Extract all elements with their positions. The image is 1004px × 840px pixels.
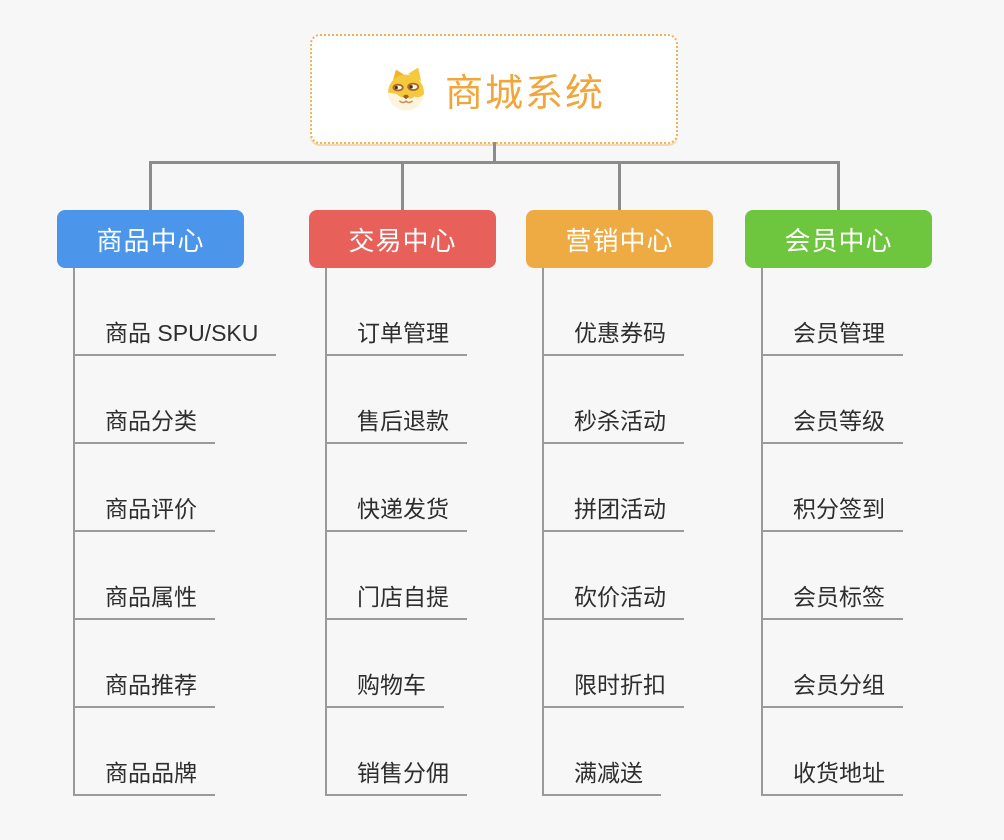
root-title: 商城系统 [444, 72, 605, 115]
connector-trunk-4 [761, 268, 763, 796]
child-node[interactable]: 积分签到 [761, 494, 903, 532]
connector-drop-1 [149, 161, 152, 210]
child-node[interactable]: 商品推荐 [73, 670, 215, 708]
doge-icon [388, 67, 424, 111]
branch-node-member-center[interactable]: 会员中心 [745, 210, 932, 268]
child-node[interactable]: 商品评价 [73, 494, 215, 532]
child-node[interactable]: 砍价活动 [542, 582, 684, 620]
branch-node-marketing-center[interactable]: 营销中心 [526, 210, 713, 268]
child-node[interactable]: 收货地址 [761, 758, 903, 796]
child-node[interactable]: 门店自提 [325, 582, 467, 620]
branch-children-marketing: 优惠券码 秒杀活动 拼团活动 砍价活动 限时折扣 满减送 [542, 268, 684, 796]
child-node[interactable]: 会员管理 [761, 318, 903, 356]
branch-children-member: 会员管理 会员等级 积分签到 会员标签 会员分组 收货地址 [761, 268, 903, 796]
branch-node-trade-center[interactable]: 交易中心 [309, 210, 496, 268]
child-node[interactable]: 商品品牌 [73, 758, 215, 796]
connector-trunk-2 [325, 268, 327, 796]
child-node[interactable]: 销售分佣 [325, 758, 467, 796]
child-node[interactable]: 拼团活动 [542, 494, 684, 532]
child-node[interactable]: 商品 SPU/SKU [73, 318, 277, 356]
connector-root-stem [493, 142, 496, 164]
child-node[interactable]: 会员等级 [761, 406, 903, 444]
child-node[interactable]: 满减送 [542, 758, 661, 796]
child-node[interactable]: 优惠券码 [542, 318, 684, 356]
child-node[interactable]: 快递发货 [325, 494, 467, 532]
child-node[interactable]: 限时折扣 [542, 670, 684, 708]
child-node[interactable]: 商品属性 [73, 582, 215, 620]
connector-drop-4 [837, 161, 840, 210]
connector-trunk-3 [542, 268, 544, 796]
branch-children-product: 商品 SPU/SKU 商品分类 商品评价 商品属性 商品推荐 商品品牌 [73, 268, 277, 796]
root-node[interactable]: 商城系统 [310, 34, 678, 144]
child-node[interactable]: 购物车 [325, 670, 444, 708]
child-node[interactable]: 售后退款 [325, 406, 467, 444]
child-node[interactable]: 秒杀活动 [542, 406, 684, 444]
child-node[interactable]: 会员标签 [761, 582, 903, 620]
connector-horizontal-rail [149, 161, 839, 164]
branch-children-trade: 订单管理 售后退款 快递发货 门店自提 购物车 销售分佣 [325, 268, 467, 796]
child-node[interactable]: 商品分类 [73, 406, 215, 444]
child-node[interactable]: 会员分组 [761, 670, 903, 708]
child-node[interactable]: 订单管理 [325, 318, 467, 356]
connector-trunk-1 [73, 268, 75, 796]
connector-drop-2 [401, 161, 404, 210]
branch-node-product-center[interactable]: 商品中心 [57, 210, 244, 268]
connector-drop-3 [618, 161, 621, 210]
